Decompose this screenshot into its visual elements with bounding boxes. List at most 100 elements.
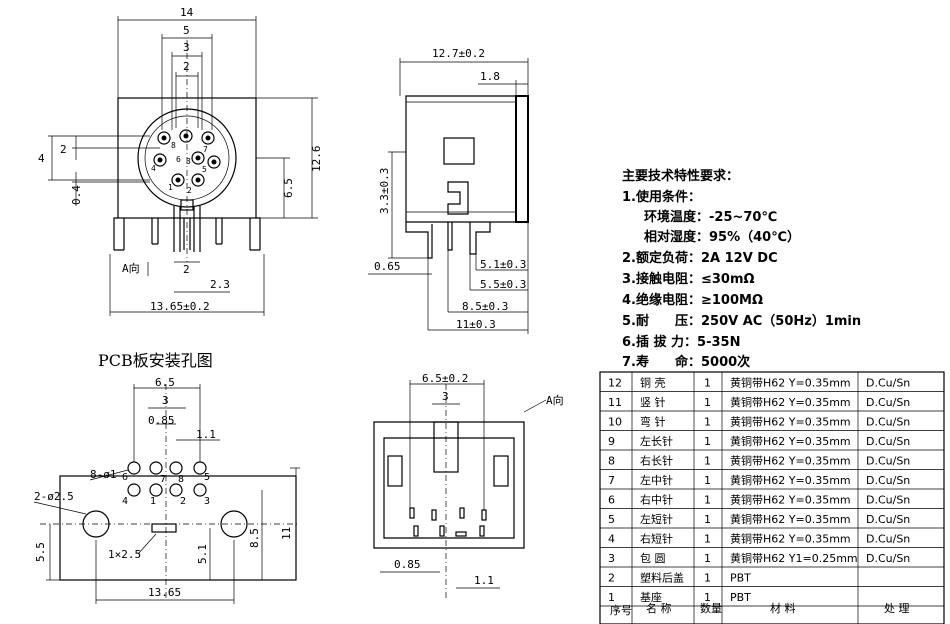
pcb-pin-4: 4: [122, 496, 128, 507]
pcb-pin-6: 6: [122, 472, 128, 483]
pcb-pin-7: 7: [160, 474, 166, 485]
pcb-pin-3: 3: [204, 496, 210, 507]
bom-cell: 1: [608, 591, 615, 604]
front-dim-6-5: 6.5: [282, 178, 295, 198]
bom-cell: 1: [704, 474, 711, 487]
bom-cell: D.Cu/Sn: [866, 474, 910, 487]
pcb-dim-11: 11: [280, 527, 293, 540]
bom-cell: 左短针: [640, 512, 673, 526]
front-dim-2-top: 2: [183, 60, 190, 73]
side-dim-5-1: 5.1±0.3: [480, 258, 526, 271]
bom-cell: 8: [608, 455, 615, 468]
bom-cell: 黄铜带H62 Y1=0.25mm: [730, 551, 858, 565]
front-pin-2: 2: [187, 186, 192, 195]
bom-cell: D.Cu/Sn: [866, 513, 910, 526]
bom-header-finish: 处 理: [884, 602, 910, 615]
pcb-dim-0-85: 0.85: [148, 414, 175, 427]
pcb-view: PCB板安装孔图 6 7 8 5 4 1 2 3 6.5 3 0.85 1.1: [33, 351, 300, 604]
pcb-pin-5: 5: [204, 472, 210, 483]
bom-cell: 黄铜带H62 Y=0.35mm: [730, 415, 851, 429]
bom-cell: 7: [608, 474, 615, 487]
bom-cell: 右短针: [640, 532, 673, 546]
bom-cell: 4: [608, 533, 615, 546]
bom-header-material: 材 料: [770, 601, 796, 615]
side-dim-0-65: 0.65: [374, 260, 401, 273]
bom-cell: 9: [608, 435, 615, 448]
front-dim-3: 3: [183, 41, 190, 54]
bottom-dim-3: 3: [442, 390, 449, 403]
bom-cell: D.Cu/Sn: [866, 455, 910, 468]
front-pin-4: 4: [151, 164, 156, 173]
bom-cell: 1: [704, 591, 711, 604]
bom-cell: 左长针: [640, 434, 673, 448]
bom-cell: 左中针: [640, 473, 673, 487]
side-dim-3-3: 3.3±0.3: [378, 168, 391, 214]
bom-cell: 基座: [640, 590, 662, 604]
pcb-dim-13-65: 13.65: [148, 586, 181, 599]
front-dim-0-4: 0.4: [70, 185, 83, 205]
bom-cell: 黄铜带H62 Y=0.35mm: [730, 376, 851, 390]
pcb-dim-slot: 1×2.5: [108, 548, 141, 561]
pcb-dim-8-holes: 8-ø1: [90, 468, 117, 481]
bom-cell: 包 圆: [640, 552, 666, 565]
spec-line-4: 2.额定负荷：2A 12V DC: [622, 250, 778, 266]
bom-cell: 黄铜带H62 Y=0.35mm: [730, 434, 851, 448]
front-pin-7: 7: [203, 145, 208, 154]
bom-cell: 3: [608, 552, 615, 565]
side-view: 12.7±0.2 1.8 3.3±0.3 0.65 5.1±0.3 5.5±0.…: [368, 47, 529, 334]
bom-cell: D.Cu/Sn: [866, 396, 910, 409]
front-pin-8: 8: [171, 141, 176, 150]
bom-cell: D.Cu/Sn: [866, 377, 910, 390]
pcb-dim-5-5: 5.5: [34, 542, 47, 562]
spec-line-2: 环境温度：-25~70℃: [644, 209, 777, 225]
bom-cell: 塑料后盖: [640, 571, 684, 585]
pcb-dim-1-1: 1.1: [196, 428, 216, 441]
bom-cell: 竖 针: [640, 395, 666, 409]
front-pins: [153, 129, 221, 187]
bom-cell: 铜 壳: [640, 376, 666, 390]
pcb-dim-3: 3: [162, 394, 169, 407]
bom-cell: 黄铜带H62 Y=0.35mm: [730, 512, 851, 526]
front-dim-2-bottom: 2: [183, 263, 190, 276]
bom-cell: PBT: [730, 591, 751, 604]
front-dim-2-left: 2: [60, 143, 67, 156]
front-direction-label: A向: [122, 261, 140, 275]
front-pin-5: 5: [202, 165, 207, 174]
front-dim-5: 5: [183, 24, 190, 37]
bom-cell: 6: [608, 494, 615, 507]
bom-cell: 12: [608, 377, 622, 390]
bom-cell: 1: [704, 552, 711, 565]
pcb-pin-2: 2: [180, 496, 186, 507]
bom-cell: 1: [704, 396, 711, 409]
bom-cell: 1: [704, 435, 711, 448]
spec-line-8: 6.插 拔 力：5-35N: [622, 334, 740, 350]
bom-cell: 右长针: [640, 454, 673, 468]
bottom-direction-label: A向: [546, 393, 564, 407]
bom-cell: 1: [704, 416, 711, 429]
pcb-dim-2-holes: 2-ø2.5: [34, 490, 74, 503]
bom-cell: 1: [704, 572, 711, 585]
front-dim-14: 14: [180, 6, 194, 19]
spec-line-6: 4.绝缘电阻：≥100MΩ: [622, 292, 763, 308]
bottom-view: 6.5±0.2 3 0.85 1.1 A向: [373, 372, 564, 600]
pcb-dim-5-1: 5.1: [196, 544, 209, 564]
front-pin-3: 3: [186, 157, 191, 166]
spec-line-9: 7.寿 命：5000次: [622, 354, 750, 370]
bom-cell: 5: [608, 513, 615, 526]
specs-title: 主要技术特性要求：: [622, 168, 739, 184]
bom-cell: 11: [608, 396, 622, 409]
bom-cell: D.Cu/Sn: [866, 494, 910, 507]
bom-cell: 黄铜带H62 Y=0.35mm: [730, 473, 851, 487]
pcb-pin-8: 8: [178, 474, 184, 485]
bom-header-name: 名 称: [646, 601, 672, 615]
pcb-pin-1: 1: [150, 496, 156, 507]
bom-cell: PBT: [730, 572, 751, 585]
bottom-dim-6-5: 6.5±0.2: [422, 372, 468, 385]
side-dim-8-5: 8.5±0.3: [462, 300, 508, 313]
pcb-title: PCB板安装孔图: [98, 351, 213, 370]
front-pin-6: 6: [176, 155, 181, 164]
bom-cell: 黄铜带H62 Y=0.35mm: [730, 493, 851, 507]
bom-cell: 1: [704, 494, 711, 507]
